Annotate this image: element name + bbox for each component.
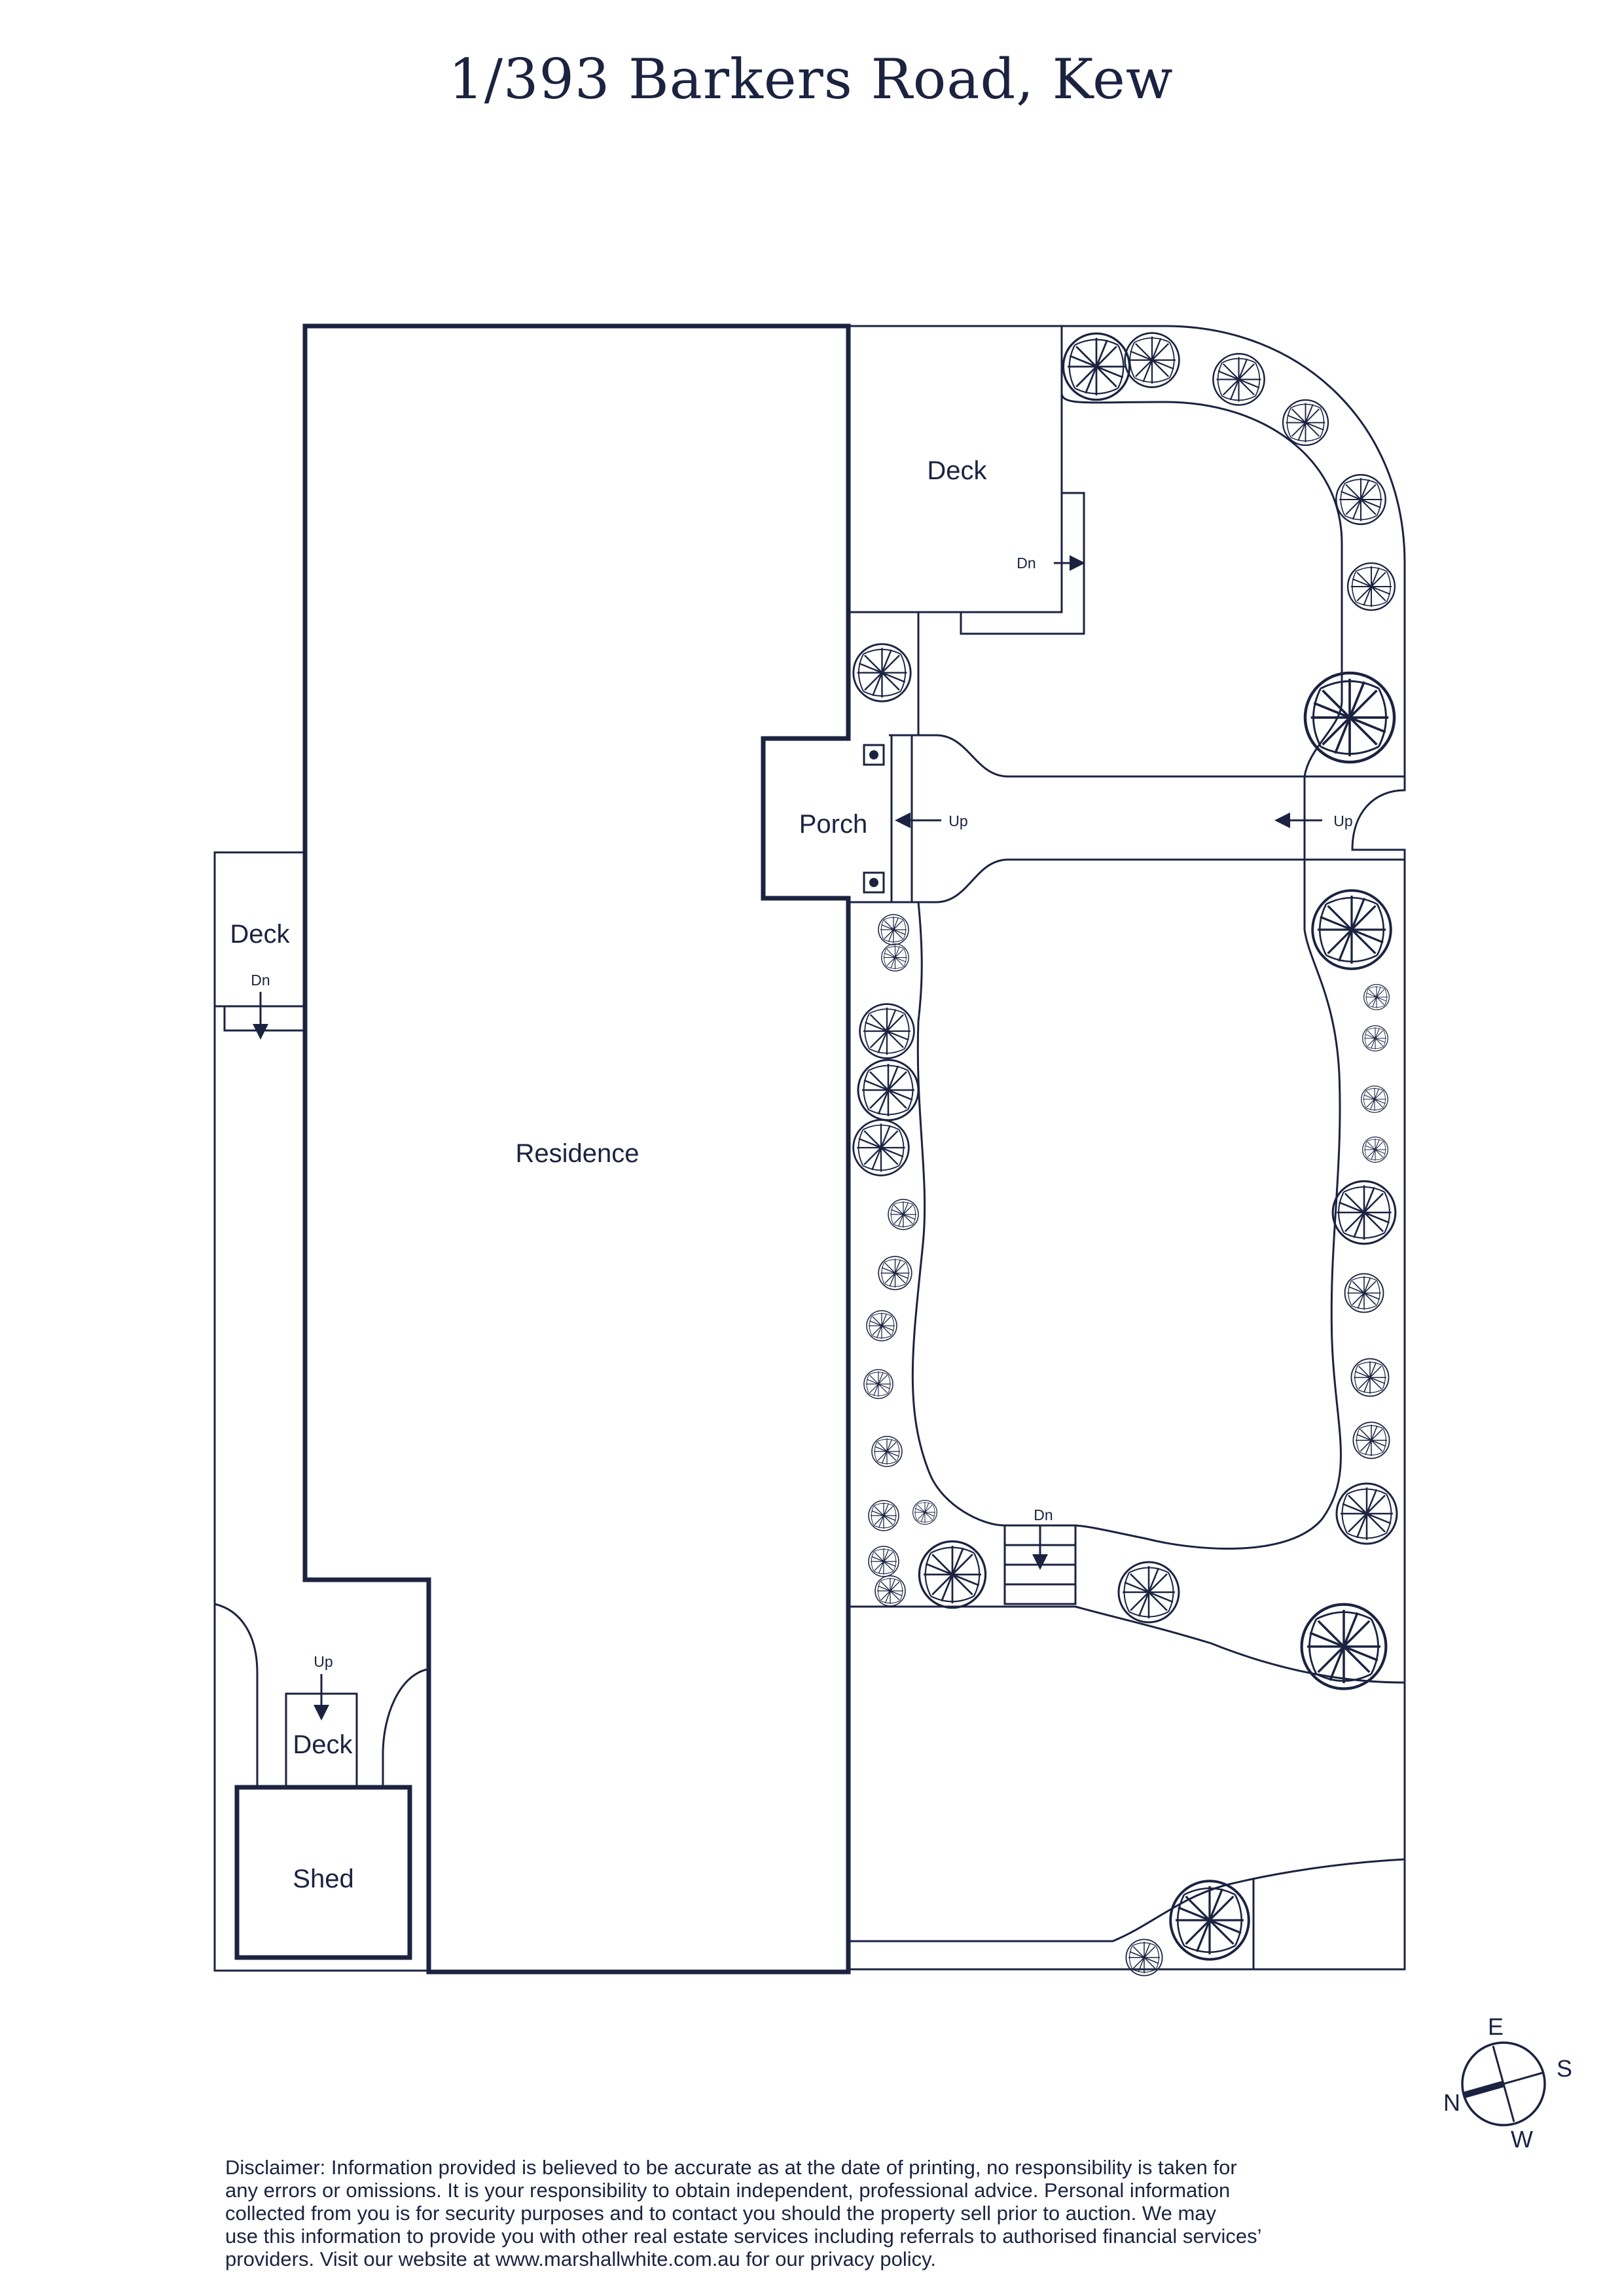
deck-left-label: Deck — [230, 920, 290, 949]
residence-label: Residence — [515, 1139, 639, 1168]
disclaimer: Disclaimer: Information provided is beli… — [225, 2156, 1456, 2270]
compass-s: S — [1557, 2055, 1572, 2082]
stair-up-shed-deck: Up — [314, 1653, 333, 1670]
porch-label: Porch — [799, 810, 868, 839]
stair-dn-left-deck: Dn — [251, 972, 270, 989]
disclaimer-line: use this information to provide you with… — [225, 2225, 1262, 2248]
deck-top-label: Deck — [927, 456, 987, 485]
disclaimer-line: providers. Visit our website at www.mars… — [225, 2248, 936, 2270]
compass-e: E — [1488, 2013, 1504, 2040]
disclaimer-line: collected from you is for security purpo… — [225, 2202, 1217, 2225]
disclaimer-line: any errors or omissions. It is your resp… — [225, 2179, 1231, 2202]
page-title: 1/393 Barkers Road, Kew — [448, 47, 1174, 111]
shed-label: Shed — [293, 1865, 353, 1893]
deck-shed-label: Deck — [293, 1730, 353, 1759]
stair-dn-garden: Dn — [1034, 1506, 1053, 1523]
stair-dn-top-deck: Dn — [1017, 555, 1036, 572]
disclaimer-line: Disclaimer: Information provided is beli… — [225, 2156, 1237, 2179]
compass-icon — [1461, 2041, 1546, 2126]
stair-up-porch: Up — [948, 812, 967, 829]
compass-w: W — [1511, 2126, 1533, 2153]
stair-up-entry: Up — [1333, 812, 1352, 829]
compass-n: N — [1443, 2089, 1460, 2116]
garden-trees — [852, 332, 1398, 1977]
